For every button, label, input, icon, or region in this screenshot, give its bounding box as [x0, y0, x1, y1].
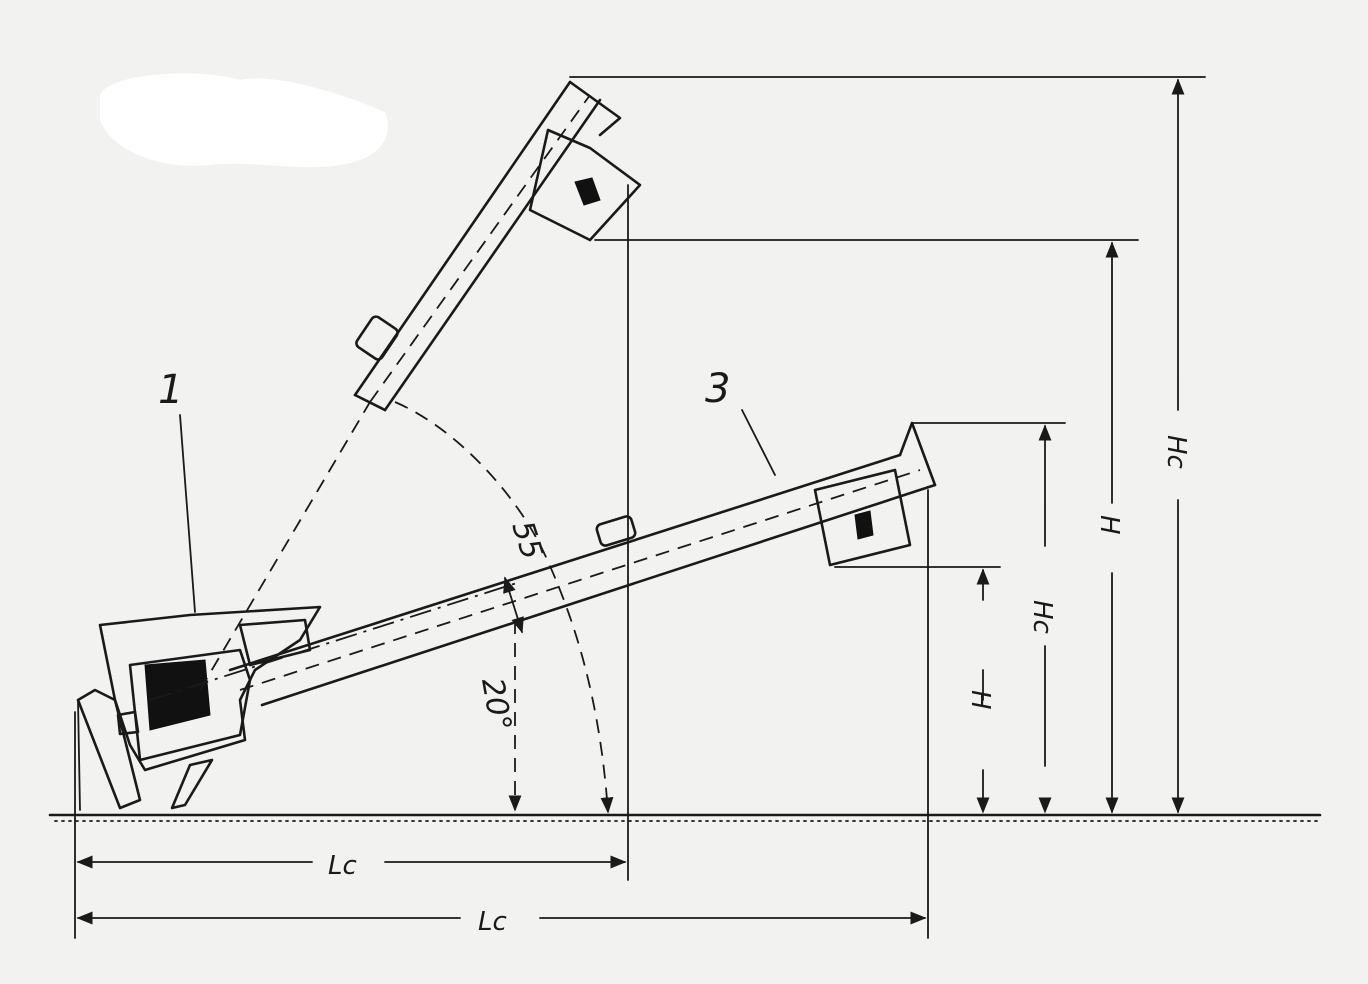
short-length-label: Lc	[328, 851, 357, 881]
high-height-c-label: Hc	[1161, 435, 1191, 469]
centre-line	[149, 581, 521, 701]
leader-lines	[179, 409, 776, 613]
long-length-label: Lc	[478, 907, 507, 937]
upper-conveyor	[199, 80, 642, 691]
correction-blob	[100, 73, 388, 168]
vertical-dimensions	[976, 78, 1185, 814]
machine-body	[76, 605, 322, 811]
angle-arcs	[394, 401, 614, 814]
upper-angle-label: 55	[504, 517, 549, 564]
extension-lines	[74, 76, 1206, 939]
high-height-label: H	[1094, 515, 1124, 535]
machine-number-label: 1	[158, 367, 183, 413]
low-height-c-label: Hc	[1027, 600, 1057, 634]
horizontal-dimensions	[76, 855, 927, 925]
conveyor-number-label: 3	[705, 366, 730, 412]
ground-line	[48, 813, 1322, 822]
lower-angle-label: 20°	[474, 675, 518, 733]
lower-conveyor	[228, 421, 937, 707]
low-height-label: H	[965, 690, 995, 710]
